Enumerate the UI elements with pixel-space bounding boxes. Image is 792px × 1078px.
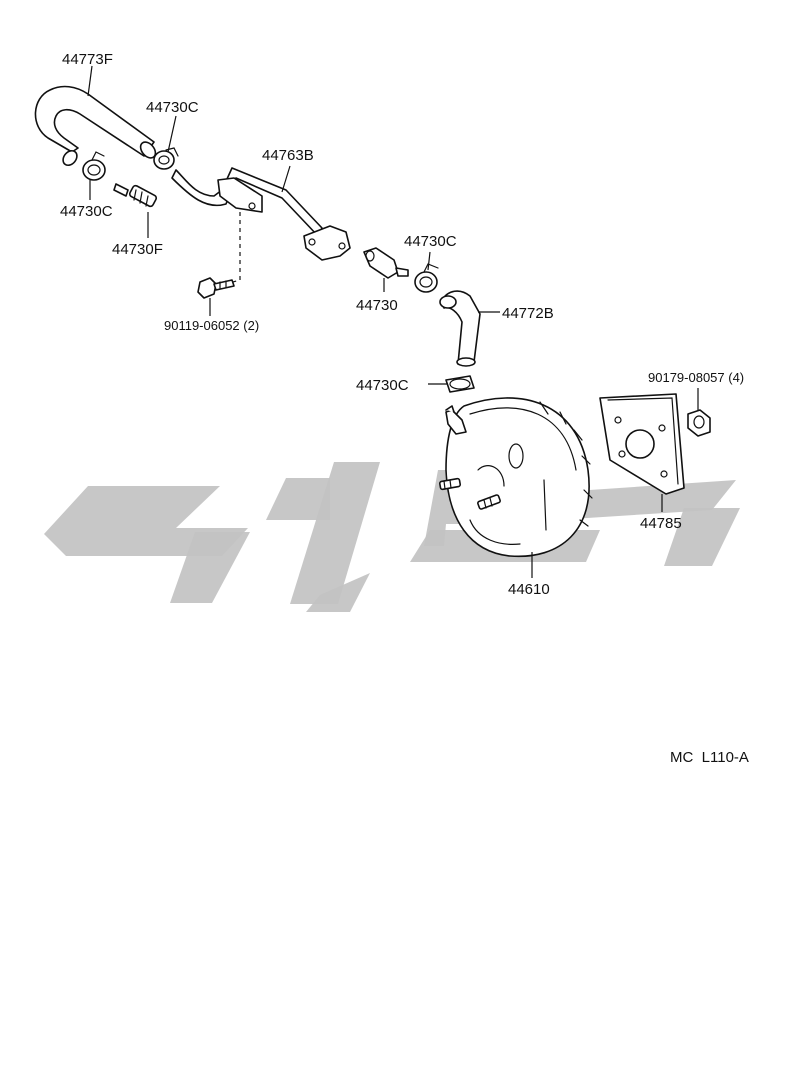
label-44730c-top: 44730C — [146, 99, 199, 116]
clamp-44730c-right — [414, 263, 439, 293]
label-44785: 44785 — [640, 515, 682, 532]
leader-lines — [87, 65, 699, 578]
gasket-44785 — [599, 393, 685, 495]
label-90119-06052: 90119-06052 (2) — [164, 318, 259, 333]
label-44730c-left: 44730C — [60, 203, 113, 220]
label-44763b: 44763B — [262, 147, 314, 164]
clamp-44730c-booster — [445, 375, 475, 393]
label-44730f: 44730F — [112, 241, 163, 258]
check-valve-44730 — [363, 247, 409, 279]
diagram-code: MC L110-A — [670, 749, 749, 766]
label-44772b: 44772B — [502, 305, 554, 322]
label-90179-08057: 90179-08057 (4) — [648, 370, 744, 385]
watermark-logo — [44, 462, 740, 612]
hose-44772b — [439, 290, 481, 367]
label-44730c-right: 44730C — [404, 233, 457, 250]
label-44730: 44730 — [356, 297, 398, 314]
nut-90179-08057 — [687, 409, 711, 437]
connector-44730f — [113, 183, 158, 208]
label-44773f: 44773F — [62, 51, 113, 68]
hose-44773f — [34, 85, 157, 167]
label-44730c-booster: 44730C — [356, 377, 409, 394]
pipe-44763b — [171, 167, 351, 261]
clamp-44730c-top — [153, 147, 179, 170]
label-44610: 44610 — [508, 581, 550, 598]
bolt-90119-06052 — [197, 277, 235, 299]
bolt-guide-line — [225, 212, 241, 285]
clamp-44730c-left — [82, 151, 106, 181]
